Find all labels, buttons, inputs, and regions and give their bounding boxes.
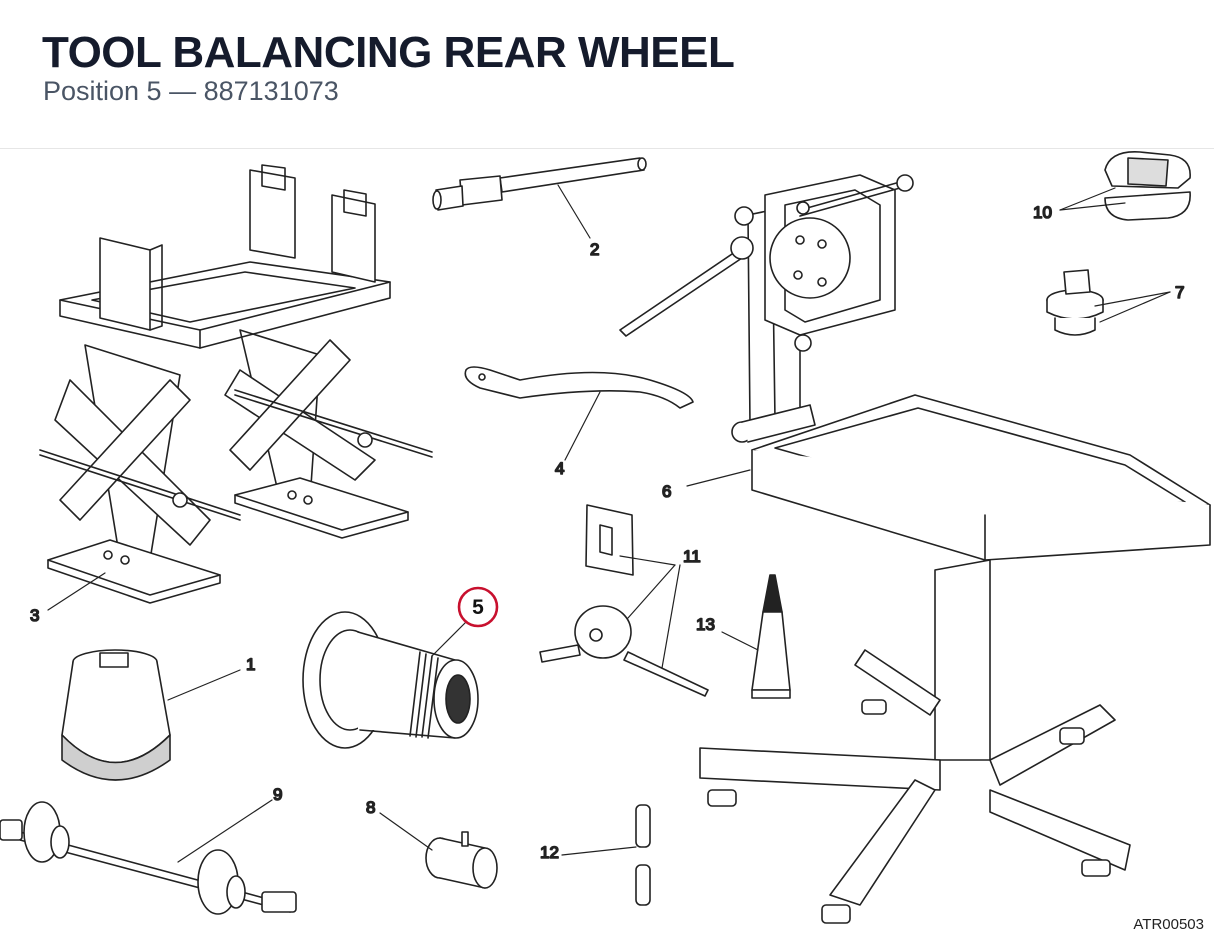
- callout-7: 7: [1175, 283, 1184, 302]
- callout-13: 13: [696, 615, 715, 634]
- leader-lines: [47, 184, 1171, 863]
- part-13-grease-tube: [751, 574, 791, 699]
- callout-4: 4: [555, 459, 564, 478]
- subtitle-position: Position 5: [43, 76, 162, 106]
- part-9-shaft-with-cones: [0, 801, 297, 915]
- part-2-rod: [432, 157, 647, 211]
- page-subtitle: Position 5 — 887131073: [43, 76, 339, 107]
- callout-1: 1: [246, 655, 255, 674]
- drawing-reference: ATR00503: [1133, 916, 1204, 933]
- callout-5: 5: [472, 596, 484, 619]
- header: TOOL BALANCING REAR WHEEL Position 5 — 8…: [0, 0, 1214, 149]
- part-8-sleeve: [425, 831, 498, 889]
- subtitle-part-number: 887131073: [203, 76, 339, 106]
- callout-6: 6: [662, 482, 671, 501]
- part-1-cone: [61, 649, 171, 781]
- callout-10: 10: [1033, 203, 1052, 222]
- page-title: TOOL BALANCING REAR WHEEL: [42, 28, 735, 77]
- callout-3: 3: [30, 606, 39, 625]
- part-4-spanner: [464, 366, 694, 409]
- callout-12: 12: [540, 843, 559, 862]
- part-3-scissor-stand: [39, 164, 433, 604]
- part-6-balancing-stand: [619, 174, 1211, 924]
- part-7-adapter: [1046, 269, 1104, 336]
- callout-2: 2: [590, 240, 599, 259]
- part-12-pins: [635, 804, 651, 906]
- callout-8: 8: [366, 798, 375, 817]
- callout-11: 11: [683, 547, 701, 566]
- subtitle-separator: —: [169, 76, 197, 106]
- highlight-ring: [457, 586, 499, 628]
- part-10-half-shells: [1104, 151, 1191, 221]
- callout-9: 9: [273, 785, 282, 804]
- part-11-puller-set: [539, 504, 709, 697]
- part-5-threaded-adapter: [302, 611, 479, 749]
